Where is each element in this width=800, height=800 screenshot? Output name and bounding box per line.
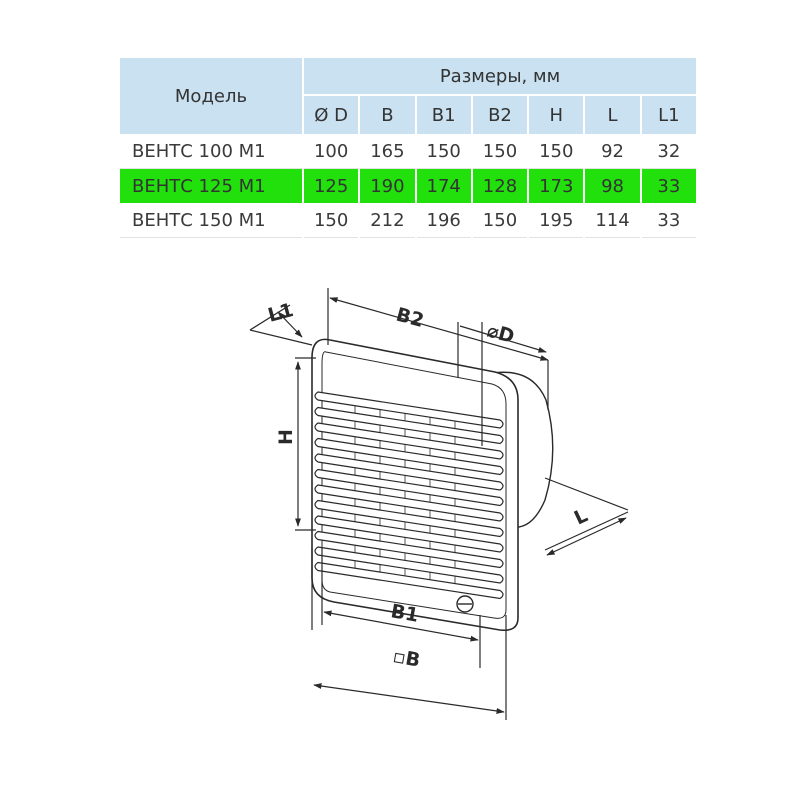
dimension-label-b2: B2 (394, 304, 426, 332)
table-cell: 150 (529, 134, 584, 169)
louvre-slat (314, 391, 504, 429)
louvre-slat (314, 468, 504, 507)
model-name: ВЕНТС 125 М1 (120, 169, 302, 203)
dimension-label-l1: L1 (266, 299, 296, 327)
table-cell: 125 (304, 169, 359, 203)
table-cell: 114 (585, 203, 640, 238)
dimensions-table: Модель Размеры, мм Ø D B B1 B2 H L L1 ВЕ… (118, 58, 698, 238)
table-cell: 150 (304, 203, 359, 238)
table-cell: 98 (585, 169, 640, 203)
table-cell: 92 (585, 134, 640, 169)
table-cell: 190 (360, 169, 415, 203)
dimension-label-h: H (275, 429, 297, 445)
column-header-b: B (360, 94, 415, 134)
louvre-slat (314, 515, 504, 553)
louvre-slat (314, 422, 504, 460)
dimension-label-b1: B1 (389, 600, 420, 626)
louvre-slat (314, 406, 504, 445)
dimensions-group-header: Размеры, мм (304, 58, 696, 94)
column-header-l1: L1 (641, 94, 696, 134)
dimension-label-l: L (571, 504, 591, 529)
louvre-slat (314, 437, 504, 476)
table-cell: 165 (360, 134, 415, 169)
table-cell: 196 (416, 203, 471, 238)
column-header-h: H (529, 94, 584, 134)
louvre-slat (314, 484, 504, 522)
table-cell: 100 (304, 134, 359, 169)
model-column-header: Модель (120, 58, 302, 134)
table-cell: 150 (416, 134, 471, 169)
model-name: ВЕНТС 100 М1 (120, 134, 302, 169)
table-cell: 212 (360, 203, 415, 238)
column-header-b2: B2 (472, 94, 528, 134)
control-knob-icon (456, 595, 474, 613)
louvre-slat (314, 530, 504, 569)
table-cell: 150 (472, 203, 528, 238)
table-row: ВЕНТС 100 М1 100 165 150 150 150 92 32 (120, 134, 696, 169)
table-cell: 33 (641, 203, 696, 238)
table-row-highlighted: ВЕНТС 125 М1 125 190 174 128 173 98 33 (120, 169, 696, 203)
table-cell: 150 (472, 134, 528, 169)
dimension-lines (249, 288, 629, 720)
fan-louvres (314, 391, 504, 600)
model-name: ВЕНТС 150 М1 (120, 203, 302, 238)
louvre-slat (314, 561, 504, 600)
table-row: ВЕНТС 150 М1 150 212 196 150 195 114 33 (120, 203, 696, 238)
table-cell: 32 (641, 134, 696, 169)
table-cell: 174 (416, 169, 471, 203)
column-header-b1: B1 (416, 94, 471, 134)
table-cell: 128 (472, 169, 528, 203)
louvre-slat (314, 499, 504, 538)
table-cell: 33 (641, 169, 696, 203)
table-cell: 173 (529, 169, 584, 203)
table-cell: 195 (529, 203, 584, 238)
louvre-slat (314, 546, 504, 584)
column-header-l: L (585, 94, 640, 134)
column-header-diameter: Ø D (304, 94, 359, 134)
dimension-label-b: ▫B (391, 645, 422, 671)
louvre-slat (314, 453, 504, 491)
